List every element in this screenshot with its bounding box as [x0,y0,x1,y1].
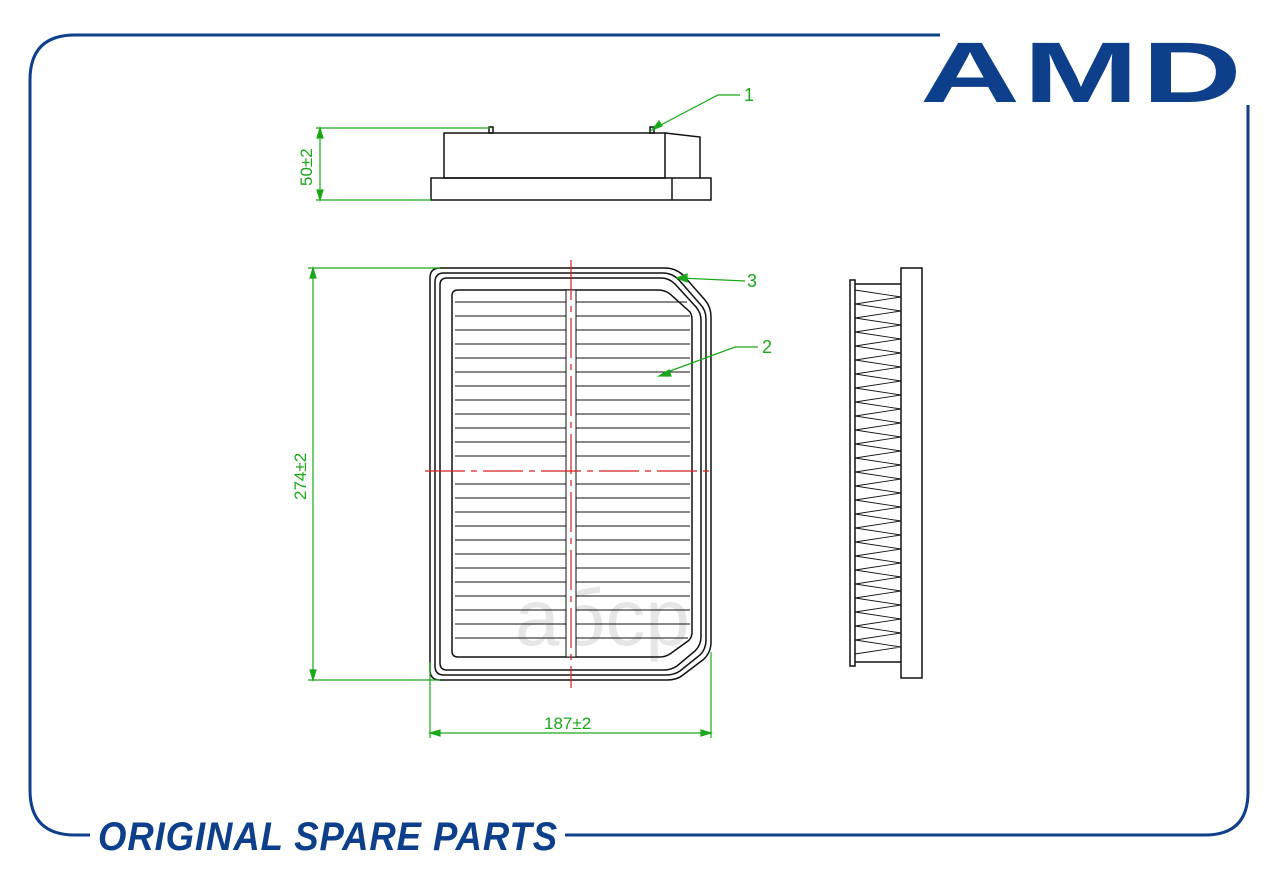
brand-logo: AMD [920,25,1245,121]
footer-tagline: ORIGINAL SPARE PARTS [98,815,558,859]
side-view [430,126,712,201]
callout-2-label: 2 [762,337,772,357]
end-view [849,267,923,679]
length-dimension-label: 274±2 [291,453,310,500]
width-dimension [427,652,714,738]
height-dimension [316,125,490,203]
callout-1-label: 1 [744,85,754,105]
callout-3-leader [675,273,746,283]
callout-2-leader [656,346,758,377]
length-dimension [308,265,440,683]
callout-1-leader [650,94,740,132]
center-lines [425,260,715,688]
width-dimension-label: 187±2 [544,714,591,733]
end-view-pleats [854,289,902,655]
frame-border [28,33,1250,837]
callout-3-label: 3 [747,271,757,291]
height-dimension-label: 50±2 [297,148,316,186]
watermark: aбcp [515,573,690,662]
